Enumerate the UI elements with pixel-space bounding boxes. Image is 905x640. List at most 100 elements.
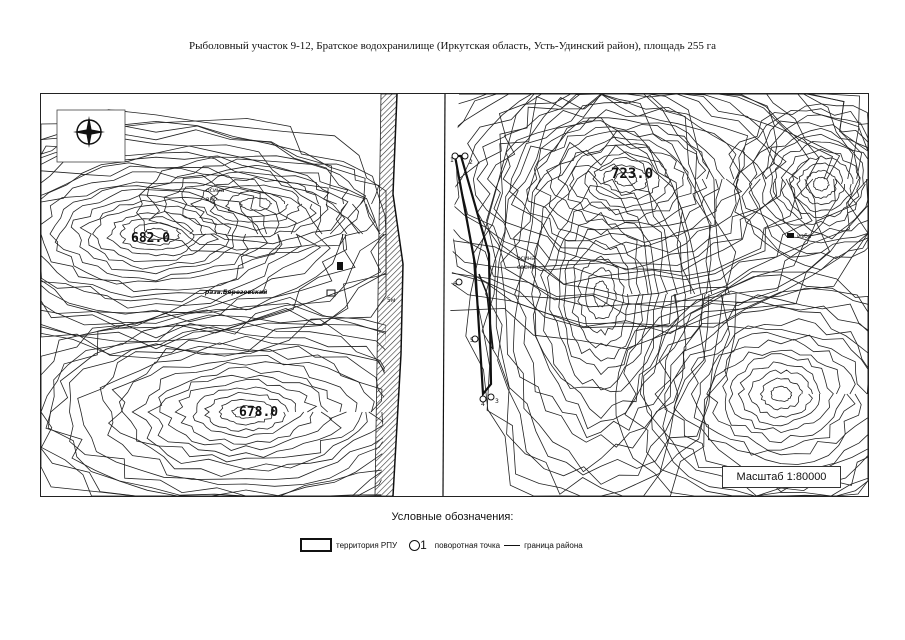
contour-line [445,94,820,297]
elevation-723: 723.0 [611,166,653,182]
contour-line [231,405,261,419]
contour-line [514,144,686,439]
contour-line [204,391,289,432]
turning-points: 1 2 3 4 5 6 [450,152,499,408]
vegetation-label-left-2: вкр. [206,196,219,203]
vegetation-label-left: осина [206,187,225,194]
contour-line [728,353,834,434]
contour-line [639,287,868,496]
contour-line [728,103,868,271]
contour-line [476,94,787,273]
legend-title: Условные обозначения: [391,511,514,523]
contour-line [41,155,346,323]
contour-line [41,151,331,314]
contour-line [181,171,337,238]
contour-line [772,141,866,227]
contour-line [547,201,652,391]
contour-line [769,133,868,235]
vegetation-label-right: осина [517,255,536,262]
contour-line [41,129,387,339]
contour-line [70,194,239,275]
contour-line [41,181,283,293]
settlement-label: разв.Березовский [204,289,268,296]
contour-lines-left [41,109,387,496]
contour-line [558,211,649,376]
contour-line [41,307,387,496]
contour-line [495,120,710,476]
district-border [478,273,494,350]
contour-line [132,222,182,246]
contour-line [623,274,868,496]
contour-line [500,117,704,473]
turning-point-label-2: 2 [469,159,473,166]
contour-line [563,228,641,362]
turning-point-label-1: 1 [450,157,454,164]
contour-line [735,108,868,259]
turning-point-3 [487,393,495,401]
contour-line [107,349,387,477]
contour-line [481,94,724,496]
contour-line [49,185,269,285]
contour-line [673,318,868,474]
contour-line [41,109,387,355]
contour-line [748,369,813,419]
legend-point-number: 1 [420,538,427,552]
contour-line [41,137,356,329]
contour-line [664,305,868,474]
contour-line [531,163,679,430]
settlement-building [337,262,343,270]
contour-line [135,155,380,258]
contour-line [509,109,743,251]
contour-line [487,94,767,264]
contour-line [502,101,745,256]
turning-point-5 [471,335,479,343]
contour-line [47,314,387,496]
elevation-678: 678.0 [239,405,278,420]
settlement-building-2 [326,289,336,297]
contour-lines-right [445,94,868,496]
contour-line [740,114,868,255]
contour-line [192,386,305,439]
turning-point-6 [455,278,463,286]
legend-district-border: граница района [524,540,583,550]
contour-line [190,176,319,231]
contour-line [163,164,349,245]
contour-line [218,398,274,426]
map-canvas: 1 2 3 4 5 6 682.0 723.0 678.0 разв.Берез… [41,94,868,496]
contour-line [690,325,868,465]
hut-marker [787,233,794,238]
contour-line [445,94,810,285]
contour-line [585,267,617,320]
contour-line [159,374,333,451]
contour-line [602,164,650,194]
contour-line [41,303,387,496]
contour-line [748,122,868,244]
turning-point-1 [451,152,459,160]
contour-line [131,361,363,463]
contour-line [761,127,868,240]
contour-line [615,271,868,496]
contour-line [77,335,387,487]
contour-line [41,165,302,303]
contour-line [789,155,854,213]
contour-line [759,377,803,411]
contour-line [69,326,387,496]
territory-swatch [300,538,332,552]
scale-label: Масштаб 1:80000 [722,466,841,488]
contour-line [41,123,385,342]
contour-line [796,162,846,206]
contour-line [41,118,387,359]
contour-line [147,366,347,458]
contour-line [99,342,387,481]
contour-line [571,239,633,349]
contour-line [41,120,387,350]
contour-line [531,170,668,419]
contour-line [209,184,303,223]
contour-line [780,148,861,218]
contour-line [722,349,846,444]
contour-line [224,190,289,218]
compass-rose-icon [56,109,126,163]
map-frame[interactable]: 1 2 3 4 5 6 682.0 723.0 678.0 разв.Берез… [40,93,869,497]
contour-line [41,295,387,496]
turning-point-2 [461,152,469,160]
